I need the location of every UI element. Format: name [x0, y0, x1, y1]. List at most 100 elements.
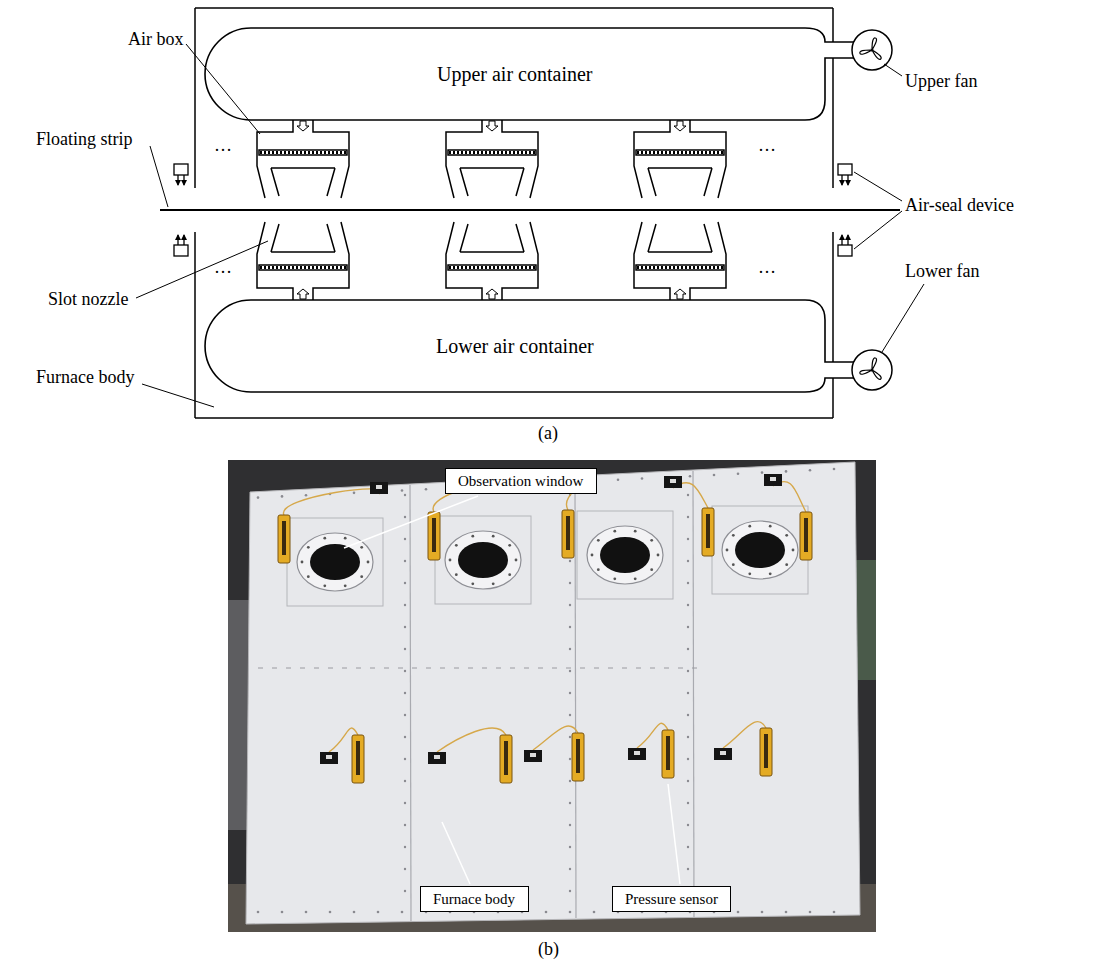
furnace-schematic	[160, 8, 900, 418]
bolt-row	[650, 668, 655, 669]
sensor-head	[664, 476, 682, 488]
part-label: Lower fan	[905, 262, 979, 282]
flange-bolt	[732, 534, 735, 537]
bolt-row	[356, 668, 361, 669]
bolt	[785, 470, 788, 473]
bolt	[737, 911, 740, 914]
bolt	[353, 911, 356, 914]
bolt	[641, 477, 644, 480]
sensor-head	[628, 748, 646, 760]
bolt-row	[692, 668, 697, 669]
bolt	[593, 911, 596, 914]
fan-blade	[872, 358, 877, 370]
flange-bolt	[769, 525, 772, 528]
flow-arrow	[486, 289, 498, 299]
seal-jet	[847, 235, 848, 245]
bolt	[687, 626, 689, 628]
bolt-row	[398, 668, 403, 669]
bolt-row	[664, 668, 669, 669]
bolt-row	[496, 668, 501, 669]
part-label: Floating strip	[36, 130, 133, 150]
flange-bolt	[360, 546, 363, 549]
pressure-sensor	[278, 515, 290, 563]
pressure-sensor	[562, 510, 574, 558]
perforation	[637, 266, 723, 269]
bolt	[713, 474, 716, 477]
flange-bolt	[344, 537, 347, 540]
sensor-scale	[576, 739, 580, 773]
flange-bolt	[748, 572, 751, 575]
bolt-row	[552, 668, 557, 669]
bolt	[687, 538, 689, 540]
floating-strip-line	[160, 209, 900, 211]
bolt	[761, 471, 764, 474]
bolt	[569, 582, 571, 584]
bolt	[569, 890, 571, 892]
bolt	[833, 468, 836, 471]
bolt-row	[370, 668, 375, 669]
flange-bolt	[515, 559, 518, 562]
part-label: Air-seal device	[905, 196, 1014, 216]
pressure-sensor	[760, 728, 772, 776]
slot-nozzle-outline	[271, 224, 335, 252]
bolt	[833, 911, 836, 914]
bolt	[404, 516, 406, 518]
air-seal-box	[174, 245, 188, 256]
bolt-row	[524, 668, 529, 669]
bolt	[569, 670, 571, 672]
flange-bolt	[471, 582, 474, 585]
bolt	[687, 780, 689, 782]
bolt-row	[566, 668, 571, 669]
perforation	[637, 151, 723, 154]
flange-bolt	[492, 535, 495, 538]
bolt	[687, 692, 689, 694]
flange-bolt	[792, 549, 795, 552]
slot-nozzle-outline	[648, 168, 712, 196]
pressure-sensor	[500, 735, 512, 783]
bolt	[257, 911, 260, 914]
bolt-row	[300, 668, 305, 669]
window-plate	[287, 518, 383, 606]
slot-nozzle-outline	[460, 168, 524, 196]
flange-bolt	[471, 535, 474, 538]
bolt	[687, 648, 689, 650]
flange-bolt	[634, 577, 637, 580]
flow-arrow	[674, 121, 686, 131]
fan-blade	[872, 50, 881, 59]
bolt	[687, 670, 689, 672]
window-glass	[735, 532, 785, 568]
seal-jet	[847, 175, 848, 185]
part-label: …	[214, 136, 232, 156]
air-container: Lower air container	[205, 300, 855, 392]
flange-bolt	[613, 530, 616, 533]
bolt-row	[608, 668, 613, 669]
flange-bolt	[650, 539, 653, 542]
sensor-scale	[282, 521, 286, 555]
bolt-row	[594, 668, 599, 669]
perforation	[449, 151, 535, 154]
sensor-port	[770, 477, 776, 481]
bolt	[404, 868, 406, 870]
bolt-row	[286, 668, 291, 669]
air-box	[257, 222, 349, 300]
seal-jet	[183, 235, 184, 245]
bolt	[404, 604, 406, 606]
sensor-port	[530, 753, 536, 757]
bolt	[305, 494, 308, 497]
flange-bolt	[785, 563, 788, 566]
bolt-row	[622, 668, 627, 669]
flange-bolt	[748, 525, 751, 528]
part-label: …	[214, 258, 232, 278]
bolt-row	[314, 668, 319, 669]
bolt	[353, 492, 356, 495]
bolt-row	[440, 668, 445, 669]
window-glass	[458, 542, 508, 578]
bolt-row	[412, 668, 417, 669]
bolt	[401, 911, 404, 914]
window-glass	[600, 537, 650, 573]
perforation	[449, 266, 535, 269]
window-glass	[310, 544, 360, 580]
fan-blade	[860, 50, 872, 54]
perforation	[260, 151, 346, 154]
fan-blade	[860, 370, 872, 374]
